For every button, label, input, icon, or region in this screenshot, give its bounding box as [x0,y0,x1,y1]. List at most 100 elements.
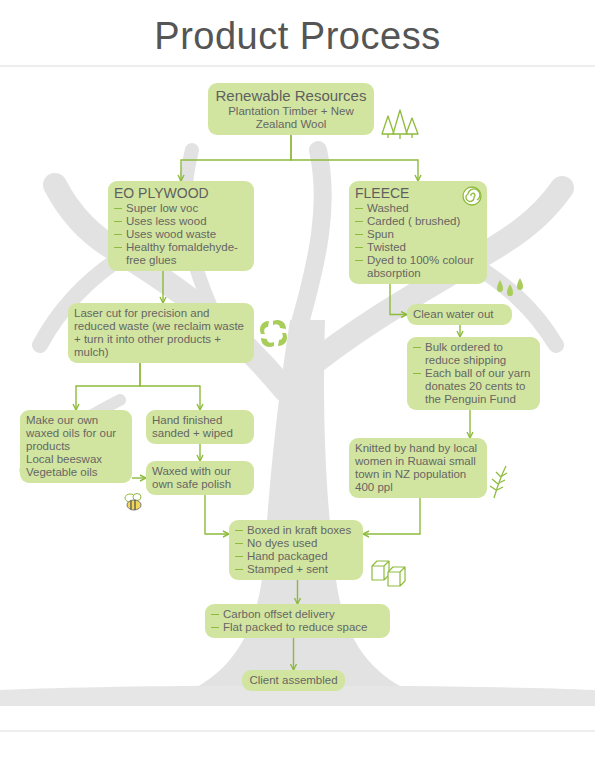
list-item: Bulk ordered to reduce shipping [425,341,534,367]
box-text: Knitted by hand by local women in Ruawai… [355,442,481,494]
text-row: Clean water out [413,308,506,321]
text-row: Carded ( brushed) [355,215,481,228]
text-row: Vegetable oils [26,466,126,479]
footer-rule [0,731,595,732]
fern-stem [494,466,506,498]
box-text: Clean water out [413,308,494,321]
flow-arrow [199,444,200,461]
water-drop [497,280,503,292]
text-row: Flat packed to reduce space [211,621,384,634]
trees-icon [382,110,418,139]
bee-wing [125,494,135,502]
list-item: Uses wood waste [126,228,216,241]
box-text: Hand finished sanded + wiped [152,414,248,440]
laser-petal [260,321,269,334]
list-dash [235,530,243,531]
list-item: Carded ( brushed) [367,215,460,228]
box-text: Client assembled [249,674,337,687]
box-icon [372,561,389,580]
process-box: Laser cut for precision and reduced wast… [68,303,254,363]
tree-icon [393,110,407,139]
list-dash [211,614,219,615]
flow-arrow [140,363,200,410]
tree-branch [298,150,323,330]
box-heading: Renewable Resources [216,87,367,105]
text-row: Bulk ordered to reduce shipping [413,341,534,367]
process-box: Make our own waxed oils for our products… [20,410,132,483]
box-text: Make our own waxed oils for our products [26,414,126,453]
box-icon [388,567,405,586]
list-item: Hand packaged [247,550,328,563]
wool-spiral [466,189,480,202]
text-row: Dyed to 100% colour absorption [355,254,481,280]
text-row: Boxed in kraft boxes [235,524,357,537]
laser-petal [278,333,287,346]
list-dash [355,208,363,209]
flow-arrow [181,135,291,181]
list-dash [235,543,243,544]
text-row: EO PLYWOOD [114,185,248,202]
list-dash [114,234,122,235]
list-item: Dyed to 100% colour absorption [367,254,481,280]
list-item: Twisted [367,241,406,254]
wool-ball [463,187,481,205]
wool-swirl-icon [463,187,481,205]
text-row: Waxed with our own safe polish [152,465,248,491]
water-drops-icon [497,278,523,296]
list-dash [355,234,363,235]
list-item: No dyes used [247,537,317,550]
text-row: FLEECE [355,185,481,202]
text-row: Laser cut for precision and reduced wast… [74,307,248,359]
text-row: Each ball of our yarn donates 20 cents t… [413,367,534,406]
box-text: Local beeswax [26,453,102,466]
process-box: Boxed in kraft boxesNo dyes usedHand pac… [229,520,363,580]
process-box: FLEECEWashedCarded ( brushed)SpunTwisted… [349,181,487,284]
process-box: Hand finished sanded + wiped [146,410,254,444]
boxes-icon [372,561,405,586]
process-box: Waxed with our own safe polish [146,461,254,495]
box-text: Laser cut for precision and reduced wast… [74,307,248,359]
bee-wing [133,494,141,501]
fern-icon [490,466,507,498]
laser-petal [273,320,286,329]
list-dash [413,347,421,348]
list-item: Flat packed to reduce space [223,621,367,634]
process-box: EO PLYWOODSuper low vocUses less woodUse… [108,181,254,271]
text-row: Make our own waxed oils for our products [26,414,126,453]
tree-icon [382,116,394,138]
text-row: Uses wood waste [114,228,248,241]
box-text: Plantation Timber + New Zealand Wool [214,105,368,131]
list-item: Each ball of our yarn donates 20 cents t… [425,367,534,406]
process-box: Knitted by hand by local women in Ruawai… [349,438,487,498]
text-row: Carbon offset delivery [211,608,384,621]
text-row: Healthy fomaldehyde- free glues [114,241,248,267]
list-dash [235,569,243,570]
flow-arrow [390,284,407,315]
box-text: Vegetable oils [26,466,98,479]
tree-icon [406,118,418,138]
text-row: Uses less wood [114,215,248,228]
list-item: Healthy fomaldehyde- free glues [126,241,248,267]
text-row: No dyes used [235,537,357,550]
text-row: Spun [355,228,481,241]
process-box: Client assembled [242,670,345,691]
flow-arrow [162,271,163,303]
box-text: Waxed with our own safe polish [152,465,248,491]
list-item: Washed [367,202,409,215]
list-item: Boxed in kraft boxes [247,524,351,537]
list-dash [355,260,363,261]
text-row: Twisted [355,241,481,254]
laser-petal [261,338,274,347]
list-dash [114,208,122,209]
text-row: Super low voc [114,202,248,215]
text-row: Hand finished sanded + wiped [152,414,248,440]
flow-arrow [469,410,470,438]
text-row: Knitted by hand by local women in Ruawai… [355,442,481,494]
flow-arrow [363,498,420,534]
box-heading: EO PLYWOOD [114,185,209,202]
list-dash [355,221,363,222]
page-title: Product Process [0,14,595,58]
list-dash [114,247,122,248]
process-box: Carbon offset deliveryFlat packed to red… [205,604,390,638]
